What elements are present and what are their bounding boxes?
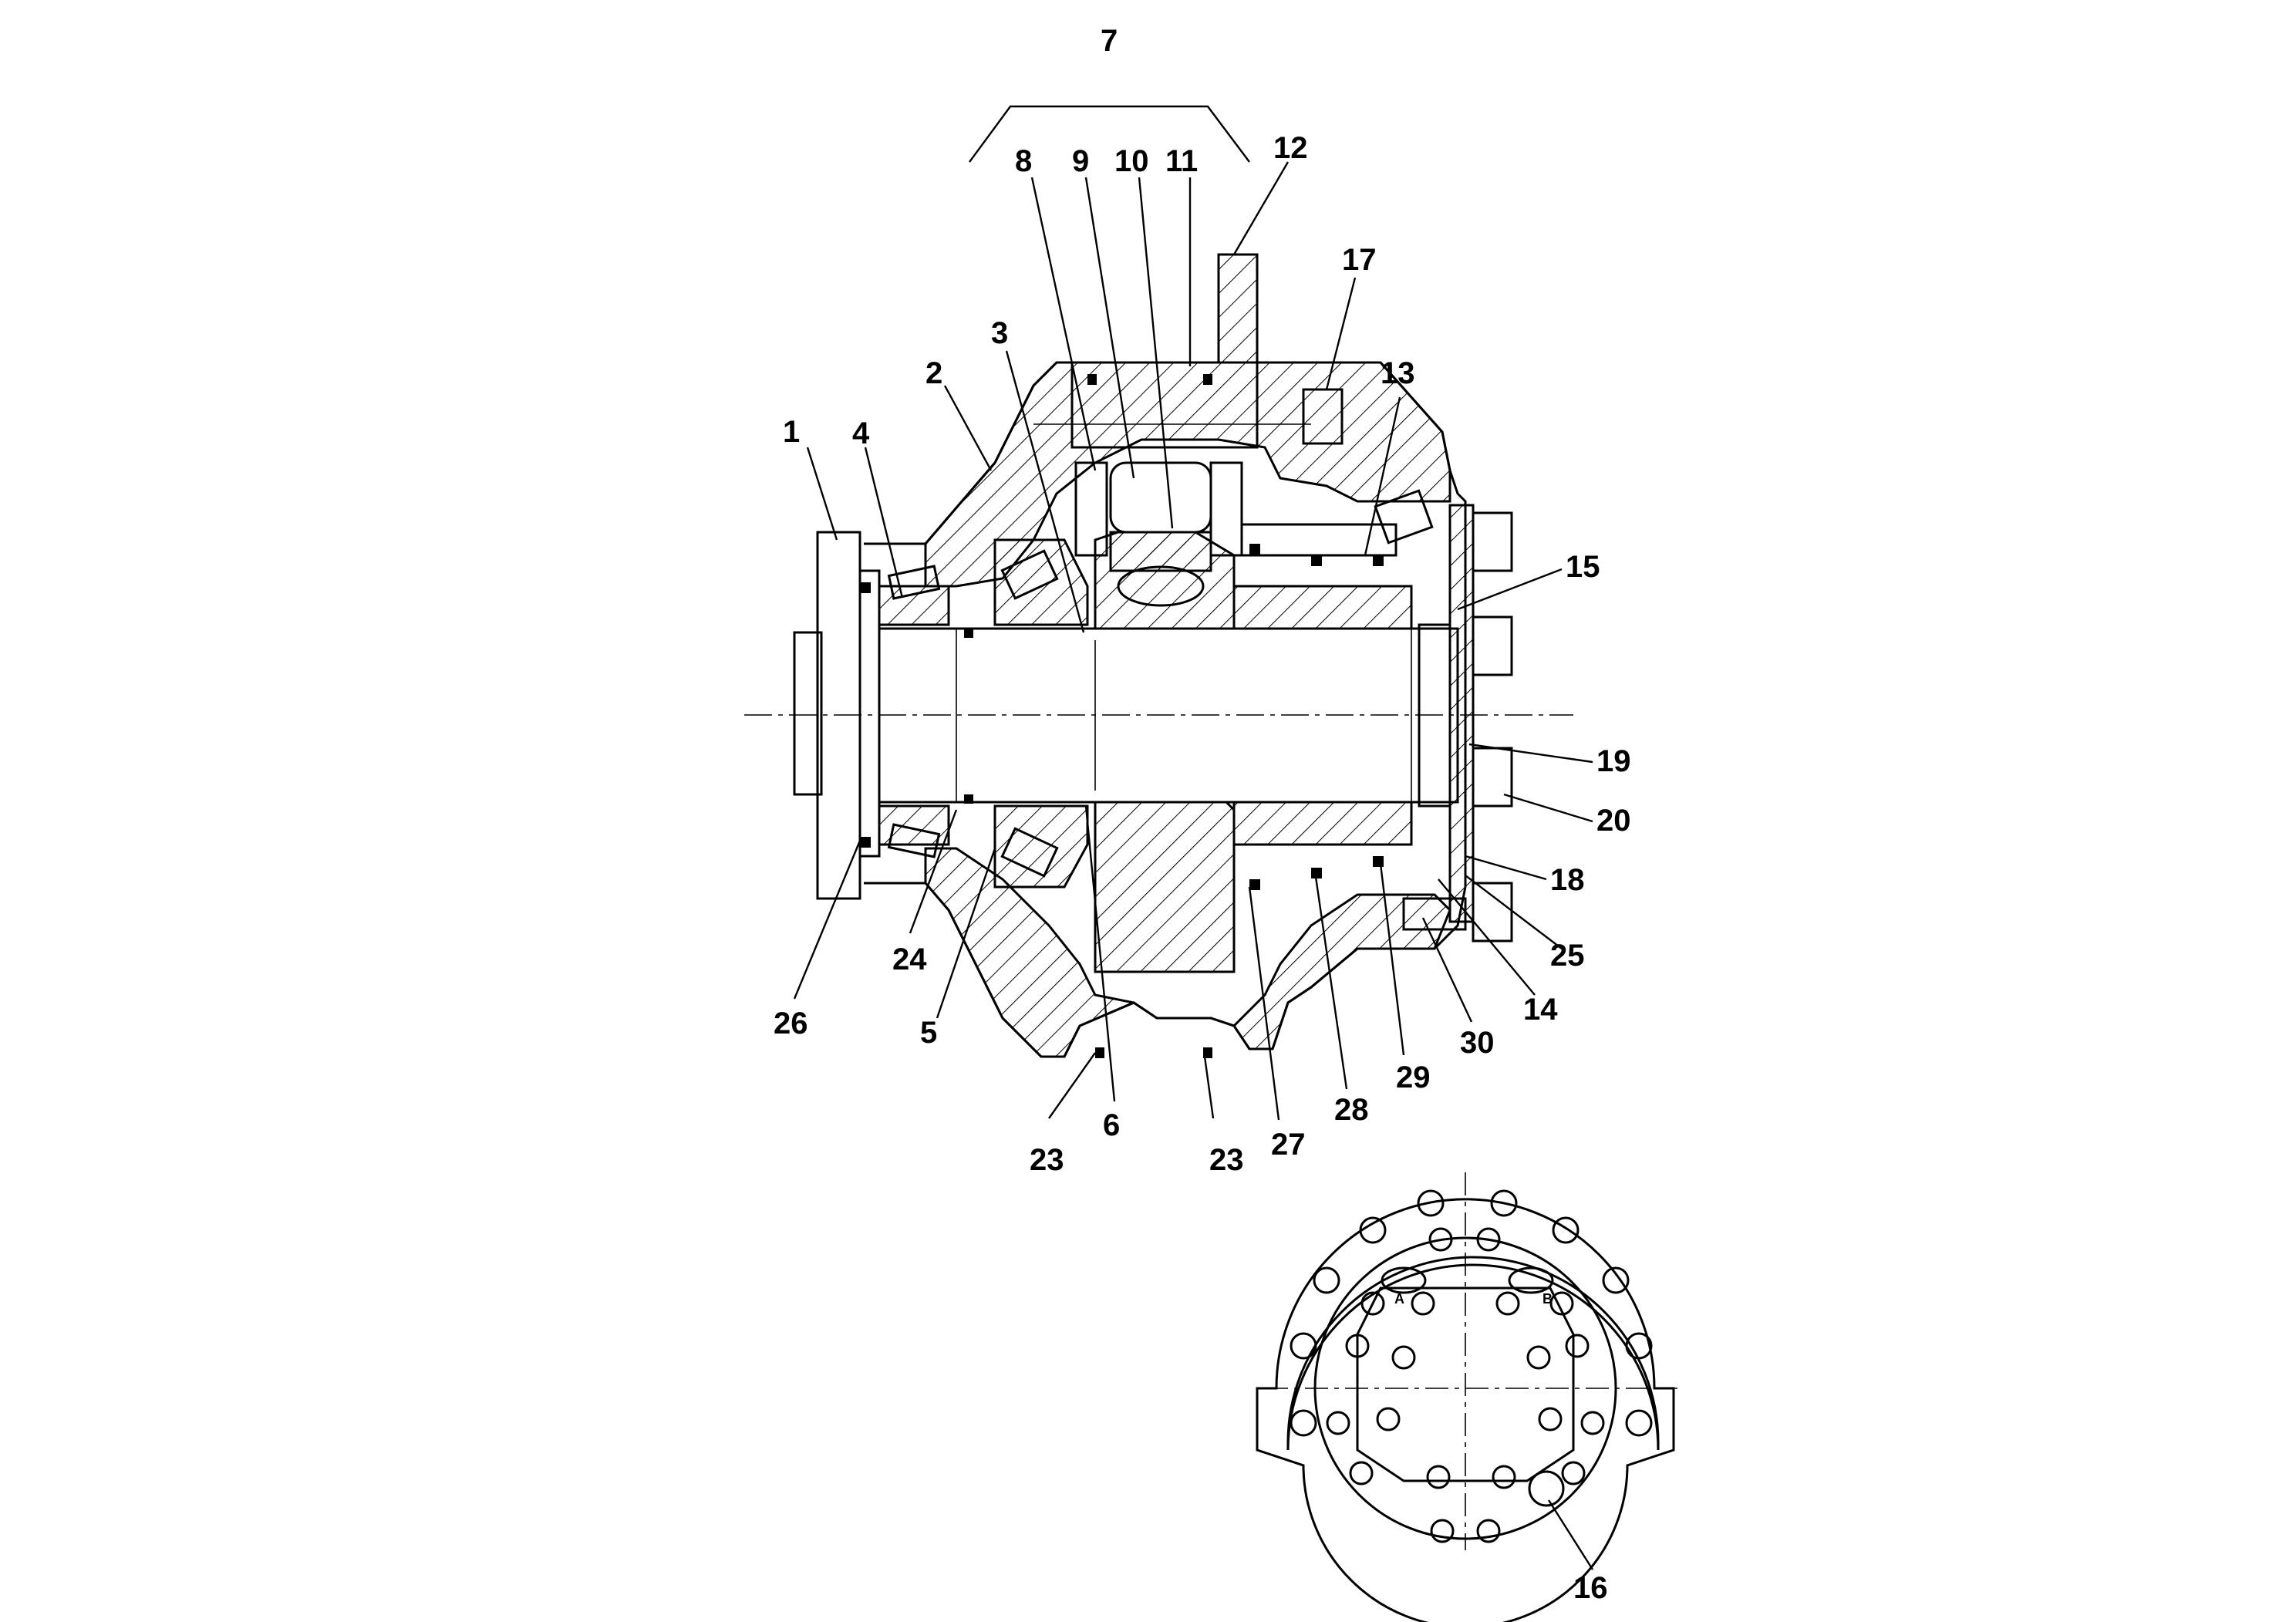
callout-16: 16	[1573, 1571, 1608, 1605]
callout-10: 10	[1114, 144, 1149, 178]
callout-24: 24	[892, 943, 927, 976]
callout-6: 6	[1103, 1108, 1120, 1142]
callout-3: 3	[991, 316, 1008, 350]
callout-13: 13	[1381, 356, 1415, 390]
callout-30: 30	[1460, 1026, 1495, 1060]
port-a	[1381, 1266, 1427, 1294]
callout-28: 28	[1334, 1093, 1369, 1127]
callout-27: 27	[1271, 1128, 1306, 1162]
callout-15: 15	[1566, 550, 1600, 584]
callout-14: 14	[1523, 993, 1558, 1027]
bolt-20a	[1472, 511, 1513, 572]
callout-11: 11	[1165, 144, 1198, 178]
callout-5: 5	[920, 1016, 937, 1050]
callout-8: 8	[1015, 144, 1032, 178]
drain-plug-16	[1528, 1470, 1565, 1507]
bolt-20b	[1472, 615, 1513, 676]
housing-lower-section	[924, 847, 1451, 1058]
bolt-head-17	[1302, 388, 1344, 445]
callout-1: 1	[783, 415, 800, 449]
section-view	[744, 105, 1593, 1121]
port-a-mark: A	[1394, 1291, 1404, 1307]
callout-23b: 23	[1209, 1143, 1244, 1177]
roller	[1117, 565, 1205, 607]
callout-labels: 1 2 3 4 5 6 7 8 9 10 11 12 13 14 15 16 1…	[774, 24, 1631, 1605]
bearing-4	[878, 565, 950, 858]
piston	[1109, 461, 1212, 534]
port-b-mark: B	[1542, 1291, 1553, 1307]
rear-cover	[1448, 504, 1475, 923]
end-plate	[1418, 623, 1451, 808]
port-plate-outline	[1356, 1286, 1575, 1482]
bearing-5	[993, 538, 1089, 889]
distributor-channel	[1240, 523, 1397, 557]
piston-guide-left	[1074, 461, 1108, 557]
piston-guide-right	[1209, 461, 1243, 557]
port-b	[1508, 1266, 1554, 1294]
distributor-lower	[1232, 801, 1413, 846]
flange-collar	[858, 569, 881, 858]
leader-lines	[793, 105, 1593, 1121]
callout-23a: 23	[1030, 1143, 1064, 1177]
bolt-20c	[1472, 747, 1513, 808]
o-rings	[860, 374, 1384, 1058]
flange-holes	[1290, 1189, 1653, 1437]
callout-26: 26	[774, 1007, 808, 1040]
distributor-upper	[1232, 585, 1413, 630]
end-flange	[1256, 1198, 1675, 1622]
end-view: A B	[1256, 1172, 1677, 1622]
port-bolts	[1326, 1227, 1605, 1543]
callout-4: 4	[852, 416, 870, 450]
callout-18: 18	[1550, 863, 1585, 897]
piston-body	[1109, 531, 1212, 572]
fitting-top	[1374, 489, 1434, 545]
callout-7: 7	[1101, 24, 1118, 58]
screw-30	[1402, 897, 1467, 931]
end-cover-circle	[1313, 1236, 1617, 1540]
callout-29: 29	[1396, 1061, 1431, 1094]
callout-2: 2	[925, 356, 942, 390]
callout-12: 12	[1273, 131, 1308, 165]
callout-19: 19	[1596, 744, 1631, 778]
callout-9: 9	[1072, 144, 1089, 178]
callout-17: 17	[1342, 243, 1377, 277]
bolt-20d	[1472, 882, 1513, 943]
flange-hub	[793, 631, 823, 796]
callout-20: 20	[1596, 804, 1631, 838]
cylinder-block-lower	[1094, 801, 1236, 973]
callout-25: 25	[1550, 939, 1585, 973]
